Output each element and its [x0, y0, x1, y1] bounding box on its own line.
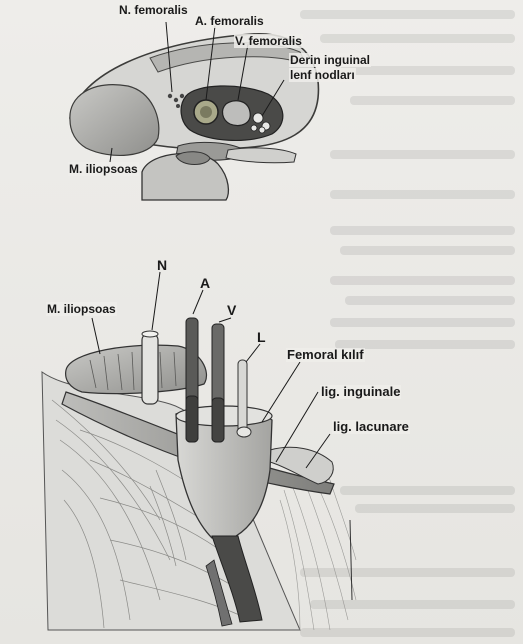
label-lig-inguinale: lig. inguinale — [320, 384, 402, 399]
label-m-iliopsoas-top: M. iliopsoas — [68, 162, 139, 176]
label-l: L — [257, 329, 266, 345]
femoral-vessels-distal — [211, 535, 263, 623]
label-n-femoralis: N. femoralis — [118, 3, 189, 17]
label-m-iliopsoas-bottom: M. iliopsoas — [46, 302, 117, 316]
iliopsoas-muscle-section — [69, 84, 160, 157]
label-lenf-nodlari: lenf nodları — [289, 68, 356, 82]
label-femoral-kilif: Femoral kılıf — [286, 347, 365, 362]
lacunar-ligament — [269, 446, 334, 485]
lacunar-ligament-section — [225, 147, 297, 164]
femoral-sheath-figure — [41, 271, 357, 631]
label-a-femoralis: A. femoralis — [194, 14, 265, 28]
deep-inguinal-lymph-nodes — [250, 112, 271, 134]
femoral-vein-section — [221, 100, 251, 127]
label-derin-inguinal: Derin inguinal — [289, 53, 372, 67]
label-a: A — [200, 275, 211, 291]
cross-section-figure — [69, 21, 320, 201]
top-leader-lines — [109, 21, 285, 163]
pubic-bone-section — [141, 152, 230, 201]
lymphatic-channel — [237, 359, 248, 437]
label-n: N — [157, 257, 168, 273]
bottom-leader-lines — [91, 271, 331, 469]
femoral-nerve — [141, 333, 159, 405]
iliopsoas-muscle — [65, 344, 208, 395]
label-v: V — [227, 302, 237, 318]
thigh-edge-line — [349, 519, 353, 601]
label-lig-lacunare: lig. lacunare — [332, 419, 410, 434]
label-v-femoralis: V. femoralis — [234, 34, 303, 48]
